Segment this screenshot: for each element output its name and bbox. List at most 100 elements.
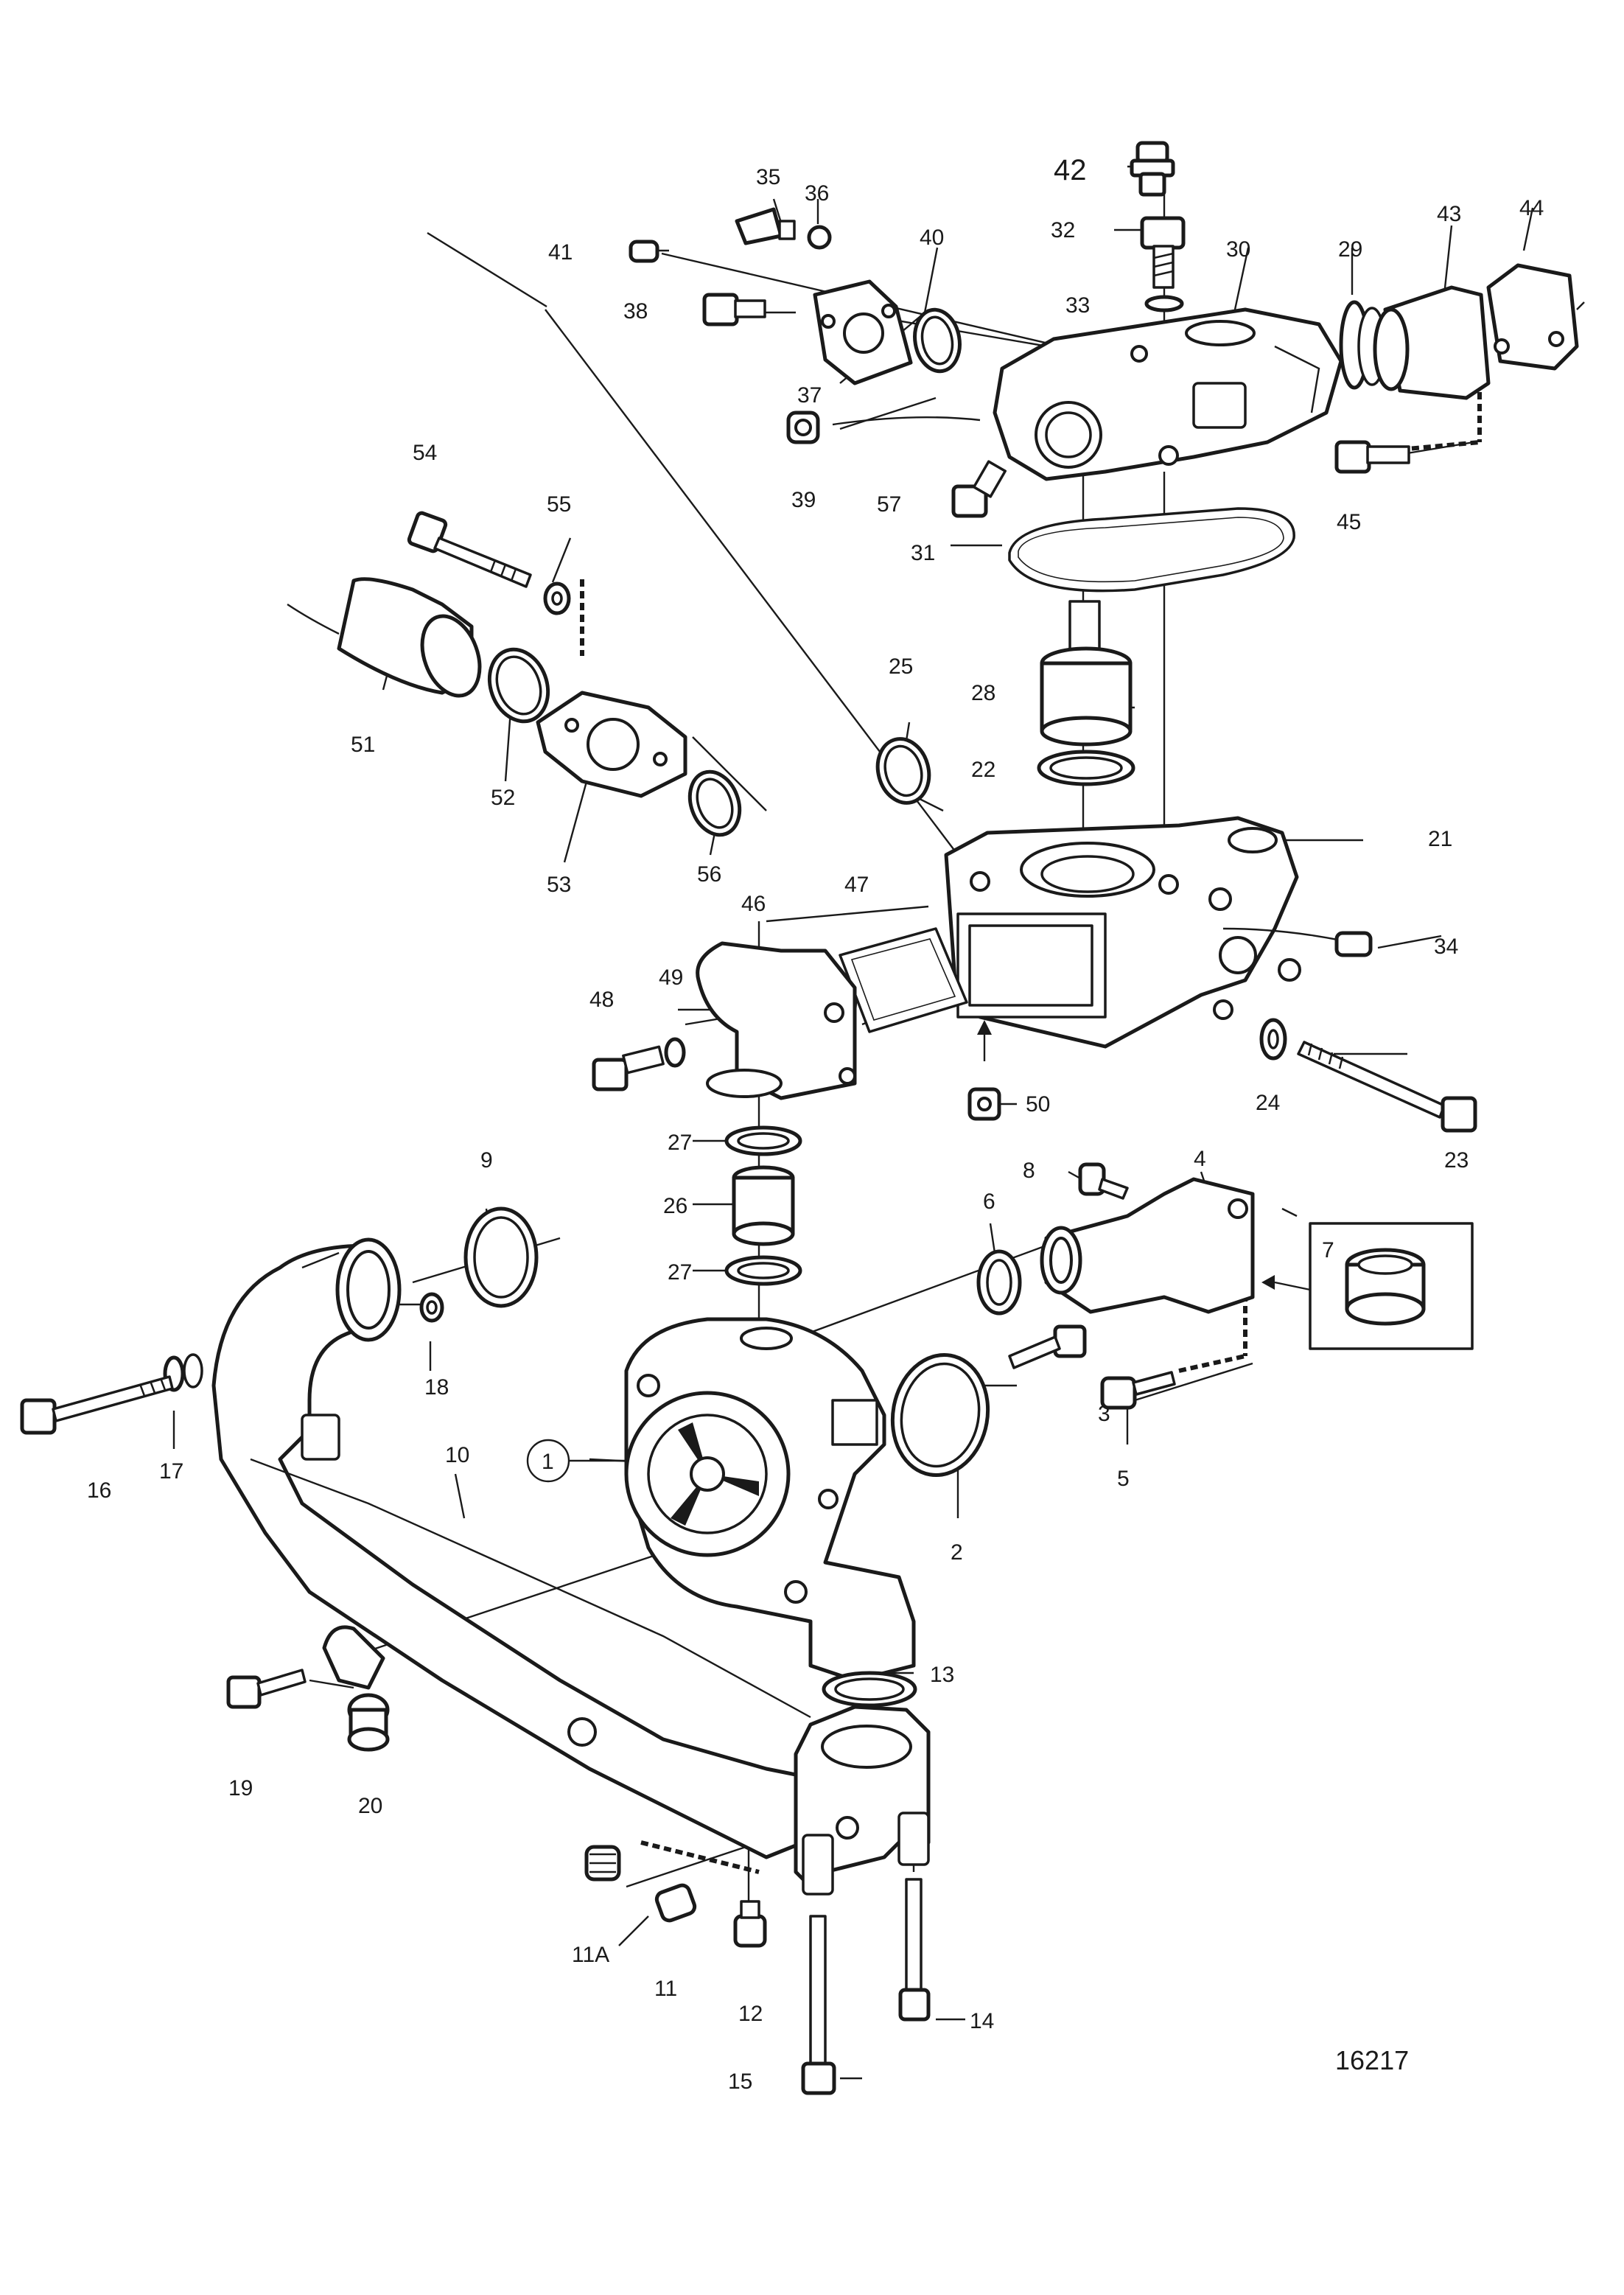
callout-41: 41	[548, 240, 573, 265]
part-28-thermostat	[1040, 600, 1133, 747]
part-34-nut	[1334, 931, 1373, 957]
part-32-bolt	[1140, 216, 1186, 289]
part-50-nut	[967, 1020, 1001, 1121]
part-22-sealing-ring	[1037, 750, 1135, 786]
part-9-o-ring	[463, 1206, 539, 1308]
callout-49: 49	[659, 965, 683, 990]
part-3-bolt	[1008, 1324, 1087, 1369]
part-17-washer	[163, 1353, 203, 1392]
callout-labels: 42 32 33 35 36 41 38 40 30 29 43 44 37 3…	[87, 154, 1544, 2094]
callout-11a: 11A	[572, 1943, 609, 1967]
callout-46: 46	[741, 892, 766, 916]
part-44-flange	[1486, 263, 1585, 371]
callout-31: 31	[911, 541, 935, 565]
part-23-bolt	[1297, 1041, 1477, 1133]
callout-27-upper: 27	[668, 1131, 692, 1155]
callout-14: 14	[970, 2009, 994, 2033]
part-11a-plug	[584, 1845, 621, 1882]
part-10-intermediate-pipe	[211, 1237, 811, 1859]
callout-53: 53	[547, 873, 571, 897]
callout-51: 51	[351, 733, 375, 757]
dashed-links	[580, 368, 1482, 1874]
part-21-thermostat-housing	[944, 816, 1342, 1049]
callout-36: 36	[805, 181, 829, 206]
callout-18: 18	[424, 1375, 449, 1400]
part-51-pipe	[287, 577, 482, 698]
part-35-sender	[735, 207, 796, 245]
callout-22: 22	[971, 758, 995, 782]
part-25-o-ring	[875, 737, 931, 805]
part-10-lower-housing	[794, 1705, 931, 1896]
part-18-washer	[419, 1292, 444, 1323]
callout-3: 3	[1098, 1402, 1110, 1426]
callout-16: 16	[87, 1478, 111, 1503]
part-24-washer	[1259, 1018, 1287, 1061]
callout-45: 45	[1337, 510, 1361, 534]
callout-11: 11	[654, 1977, 677, 2001]
part-49-washer	[664, 1037, 686, 1068]
callout-5: 5	[1117, 1467, 1130, 1491]
callout-55: 55	[547, 492, 571, 517]
part-53-flange	[536, 691, 687, 798]
drawing-number: 16217	[1335, 2045, 1409, 2075]
part-27-ring-lower	[724, 1255, 802, 1286]
part-52-ring	[487, 647, 550, 724]
callout-19: 19	[228, 1776, 253, 1800]
part-31-gasket	[1008, 507, 1295, 593]
part-45-bolt	[1334, 440, 1410, 474]
callout-7: 7	[1322, 1238, 1334, 1262]
callout-8: 8	[1023, 1159, 1035, 1183]
part-54-bolt	[407, 511, 532, 588]
part-57-bolt	[951, 460, 1007, 518]
part-39-nut	[786, 411, 981, 444]
callout-57: 57	[877, 492, 901, 517]
callout-44: 44	[1519, 196, 1544, 220]
part-36-washer	[807, 225, 832, 250]
part-26-sleeve	[732, 1165, 795, 1246]
part-15-stud	[801, 1915, 836, 2095]
callout-37: 37	[797, 383, 822, 408]
callout-35: 35	[756, 165, 780, 189]
callout-9: 9	[480, 1148, 493, 1173]
part-27-ring-upper	[724, 1125, 802, 1156]
callout-2: 2	[951, 1540, 963, 1565]
callout-25: 25	[889, 654, 913, 679]
callout-48: 48	[589, 988, 614, 1012]
callout-24: 24	[1256, 1091, 1280, 1115]
part-55-washer	[543, 581, 571, 615]
callout-43: 43	[1437, 202, 1461, 226]
callout-34: 34	[1434, 935, 1458, 959]
part-42-temperature-sensor	[1130, 141, 1175, 197]
part-47-gasket	[839, 927, 968, 1033]
part-7-inset	[1261, 1222, 1474, 1350]
callout-23: 23	[1444, 1148, 1469, 1173]
part-40-o-ring	[913, 307, 962, 374]
callout-40: 40	[920, 226, 944, 250]
callout-6: 6	[983, 1190, 995, 1214]
part-30-thermostat-housing-cover	[993, 307, 1343, 481]
part-11-plug	[654, 1883, 697, 1923]
callout-52: 52	[491, 786, 515, 810]
callout-4: 4	[1194, 1147, 1206, 1171]
part-6-ring	[976, 1249, 1022, 1316]
callout-54: 54	[413, 441, 437, 465]
part-56-o-ring	[687, 769, 742, 837]
part-2-o-ring	[890, 1352, 990, 1478]
callout-10: 10	[445, 1443, 469, 1467]
part-48-bolt	[592, 1045, 665, 1091]
part-19-bolt	[226, 1669, 307, 1709]
callout-47: 47	[844, 873, 869, 897]
callout-1: 1	[542, 1450, 554, 1474]
callout-50: 50	[1026, 1092, 1050, 1117]
callout-13: 13	[930, 1663, 954, 1687]
callout-29: 29	[1338, 237, 1362, 262]
callout-56: 56	[697, 862, 721, 887]
part-20-clamp	[322, 1625, 390, 1752]
part-13-ring	[822, 1671, 917, 1708]
callout-21: 21	[1428, 827, 1452, 851]
part-46-elbow	[696, 941, 857, 1100]
callout-39: 39	[791, 488, 816, 512]
part-38-bolt	[702, 293, 766, 326]
callout-32: 32	[1051, 218, 1075, 242]
callout-27-lower: 27	[668, 1260, 692, 1285]
